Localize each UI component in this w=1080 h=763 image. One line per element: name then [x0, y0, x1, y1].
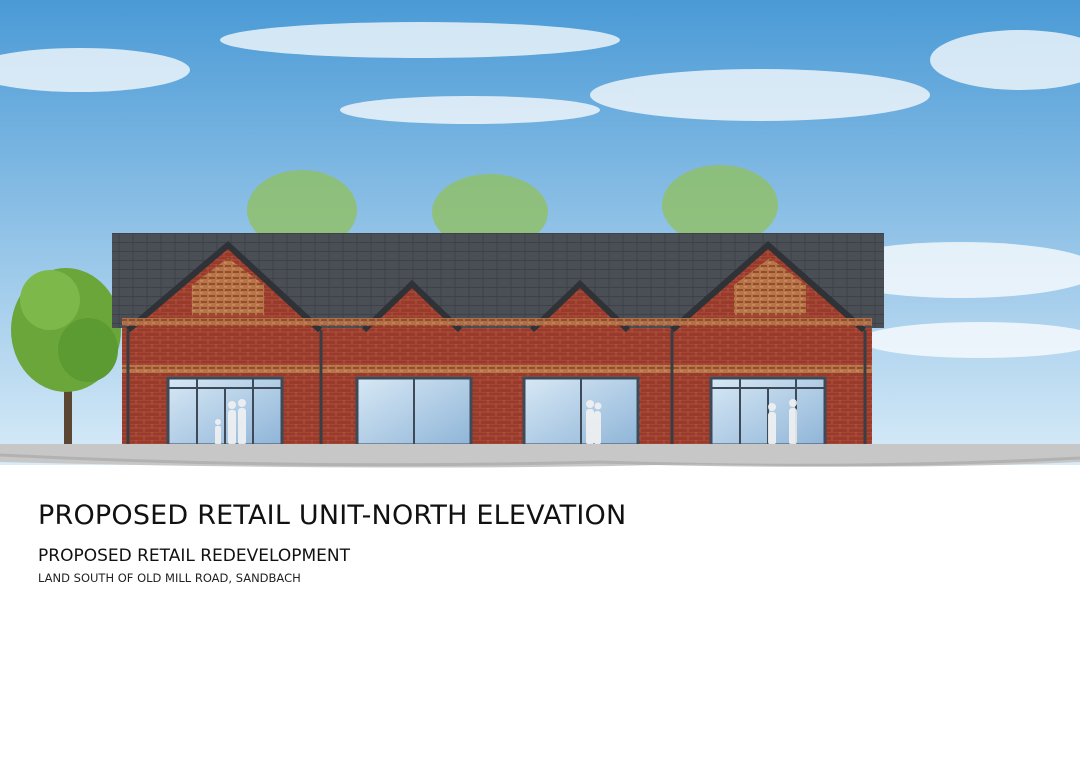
gable-left-panel — [192, 258, 264, 315]
shopfront-2 — [355, 376, 473, 447]
person-silhouette — [215, 399, 797, 445]
ground — [0, 444, 1080, 468]
upper-band — [122, 318, 872, 326]
gable-right-panel — [734, 258, 806, 315]
tree-illustration — [11, 268, 121, 445]
mid-band — [122, 365, 872, 373]
roof — [112, 233, 884, 328]
fascias — [126, 240, 866, 333]
north-elevation-drawing — [0, 0, 1080, 468]
shopfront-3 — [522, 376, 640, 447]
downpipes — [126, 330, 867, 445]
shopfront-1 — [166, 376, 284, 447]
background-trees — [247, 165, 778, 250]
drawing-subtitle: PROPOSED RETAIL REDEVELOPMENT — [38, 546, 351, 566]
drawing-title: PROPOSED RETAIL UNIT-NORTH ELEVATION — [38, 500, 627, 531]
ground-shadow — [0, 453, 1080, 467]
site-address: LAND SOUTH OF OLD MILL ROAD, SANDBACH — [38, 571, 301, 585]
clouds — [0, 22, 1080, 358]
